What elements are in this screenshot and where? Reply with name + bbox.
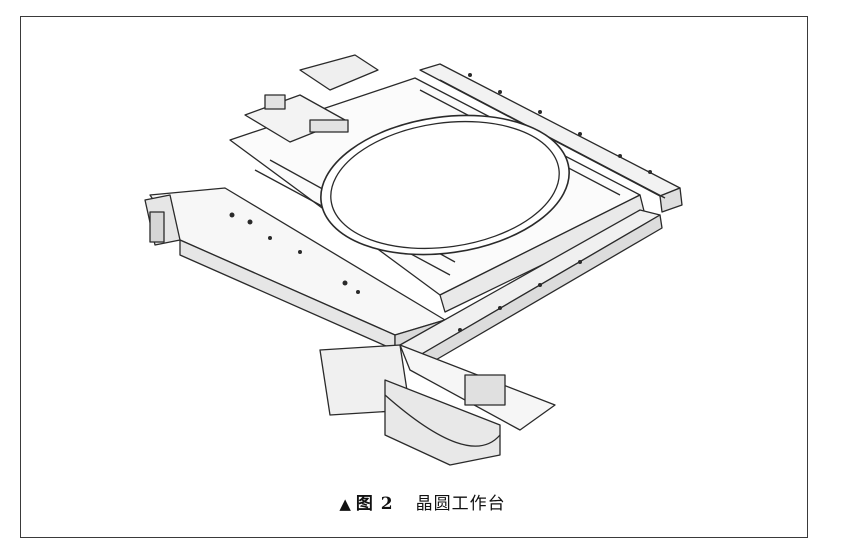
caption-marker-icon: ▲ — [339, 495, 352, 513]
figure-caption: ▲图 2 晶圆工作台 — [0, 489, 845, 514]
figure-title: 晶圆工作台 — [415, 494, 506, 514]
mounting-holes — [229, 73, 652, 332]
wafer-chuck — [320, 114, 570, 256]
figure-label: 图 2 — [355, 494, 394, 514]
left-end-block — [144, 194, 181, 246]
upper-left-bracket — [244, 54, 379, 143]
top-right-rail — [419, 63, 683, 213]
cable-carrier — [319, 344, 556, 466]
